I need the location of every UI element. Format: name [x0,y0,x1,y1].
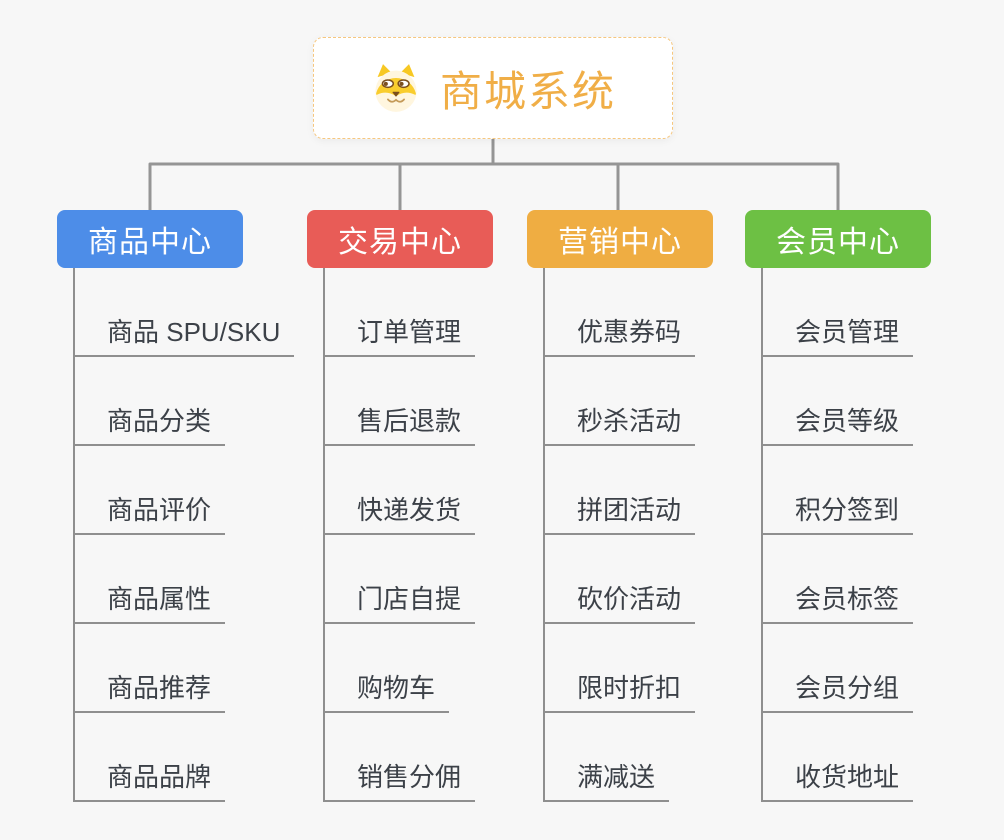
child-node: 订单管理 [323,268,476,357]
branch-node-4[interactable]: 会员中心 [745,210,931,268]
children-column-3: 优惠券码秒杀活动拼团活动砍价活动限时折扣满减送 [543,268,696,802]
child-node-label[interactable]: 快递发货 [323,490,476,535]
child-node-label[interactable]: 会员分组 [761,668,914,713]
child-node: 拼团活动 [543,446,696,535]
root-node-label: 商城系统 [439,67,616,115]
child-node: 商品分类 [73,357,294,446]
child-node-label[interactable]: 会员管理 [761,312,914,357]
child-node: 会员等级 [761,357,914,446]
child-node: 秒杀活动 [543,357,696,446]
child-node: 砍价活动 [543,535,696,624]
child-node-label[interactable]: 购物车 [323,668,450,713]
child-node: 会员分组 [761,624,914,713]
child-node: 商品属性 [73,535,294,624]
child-node: 商品 SPU/SKU [73,268,295,357]
child-node: 快递发货 [323,446,476,535]
child-node: 商品推荐 [73,624,294,713]
child-node-label[interactable]: 商品属性 [73,579,226,624]
child-node: 满减送 [543,713,695,802]
branch-node-2[interactable]: 交易中心 [307,210,493,268]
child-node: 优惠券码 [543,268,696,357]
child-node-label[interactable]: 会员标签 [761,579,914,624]
children-column-1: 商品 SPU/SKU 商品分类商品评价商品属性商品推荐商品品牌 [73,268,295,802]
child-node: 商品评价 [73,446,294,535]
child-node-label[interactable]: 商品 SPU/SKU [73,312,295,357]
child-node: 积分签到 [761,446,914,535]
child-node: 会员管理 [761,268,914,357]
child-node: 销售分佣 [323,713,476,802]
child-node: 商品品牌 [73,713,294,802]
branch-node-3[interactable]: 营销中心 [527,210,713,268]
child-node-label[interactable]: 订单管理 [323,312,476,357]
child-node: 门店自提 [323,535,476,624]
child-node: 限时折扣 [543,624,696,713]
dog-face-icon [375,64,417,112]
child-node-label[interactable]: 售后退款 [323,401,476,446]
child-node-label[interactable]: 商品评价 [73,490,226,535]
child-node-label[interactable]: 砍价活动 [543,579,696,624]
child-node: 售后退款 [323,357,476,446]
child-node-label[interactable]: 会员等级 [761,401,914,446]
child-node: 购物车 [323,624,475,713]
child-node-label[interactable]: 限时折扣 [543,668,696,713]
child-node: 会员标签 [761,535,914,624]
child-node-label[interactable]: 商品推荐 [73,668,226,713]
branch-node-1[interactable]: 商品中心 [57,210,243,268]
children-column-2: 订单管理售后退款快递发货门店自提购物车销售分佣 [323,268,476,802]
child-node-label[interactable]: 商品品牌 [73,757,226,802]
child-node-label[interactable]: 秒杀活动 [543,401,696,446]
child-node-label[interactable]: 满减送 [543,757,670,802]
child-node: 收货地址 [761,713,914,802]
child-node-label[interactable]: 积分签到 [761,490,914,535]
child-node-label[interactable]: 收货地址 [761,757,914,802]
child-node-label[interactable]: 销售分佣 [323,757,476,802]
child-node-label[interactable]: 商品分类 [73,401,226,446]
root-node[interactable]: 商城系统 [313,37,673,139]
child-node-label[interactable]: 门店自提 [323,579,476,624]
child-node-label[interactable]: 拼团活动 [543,490,696,535]
child-node-label[interactable]: 优惠券码 [543,312,696,357]
children-column-4: 会员管理会员等级积分签到会员标签会员分组收货地址 [761,268,914,802]
